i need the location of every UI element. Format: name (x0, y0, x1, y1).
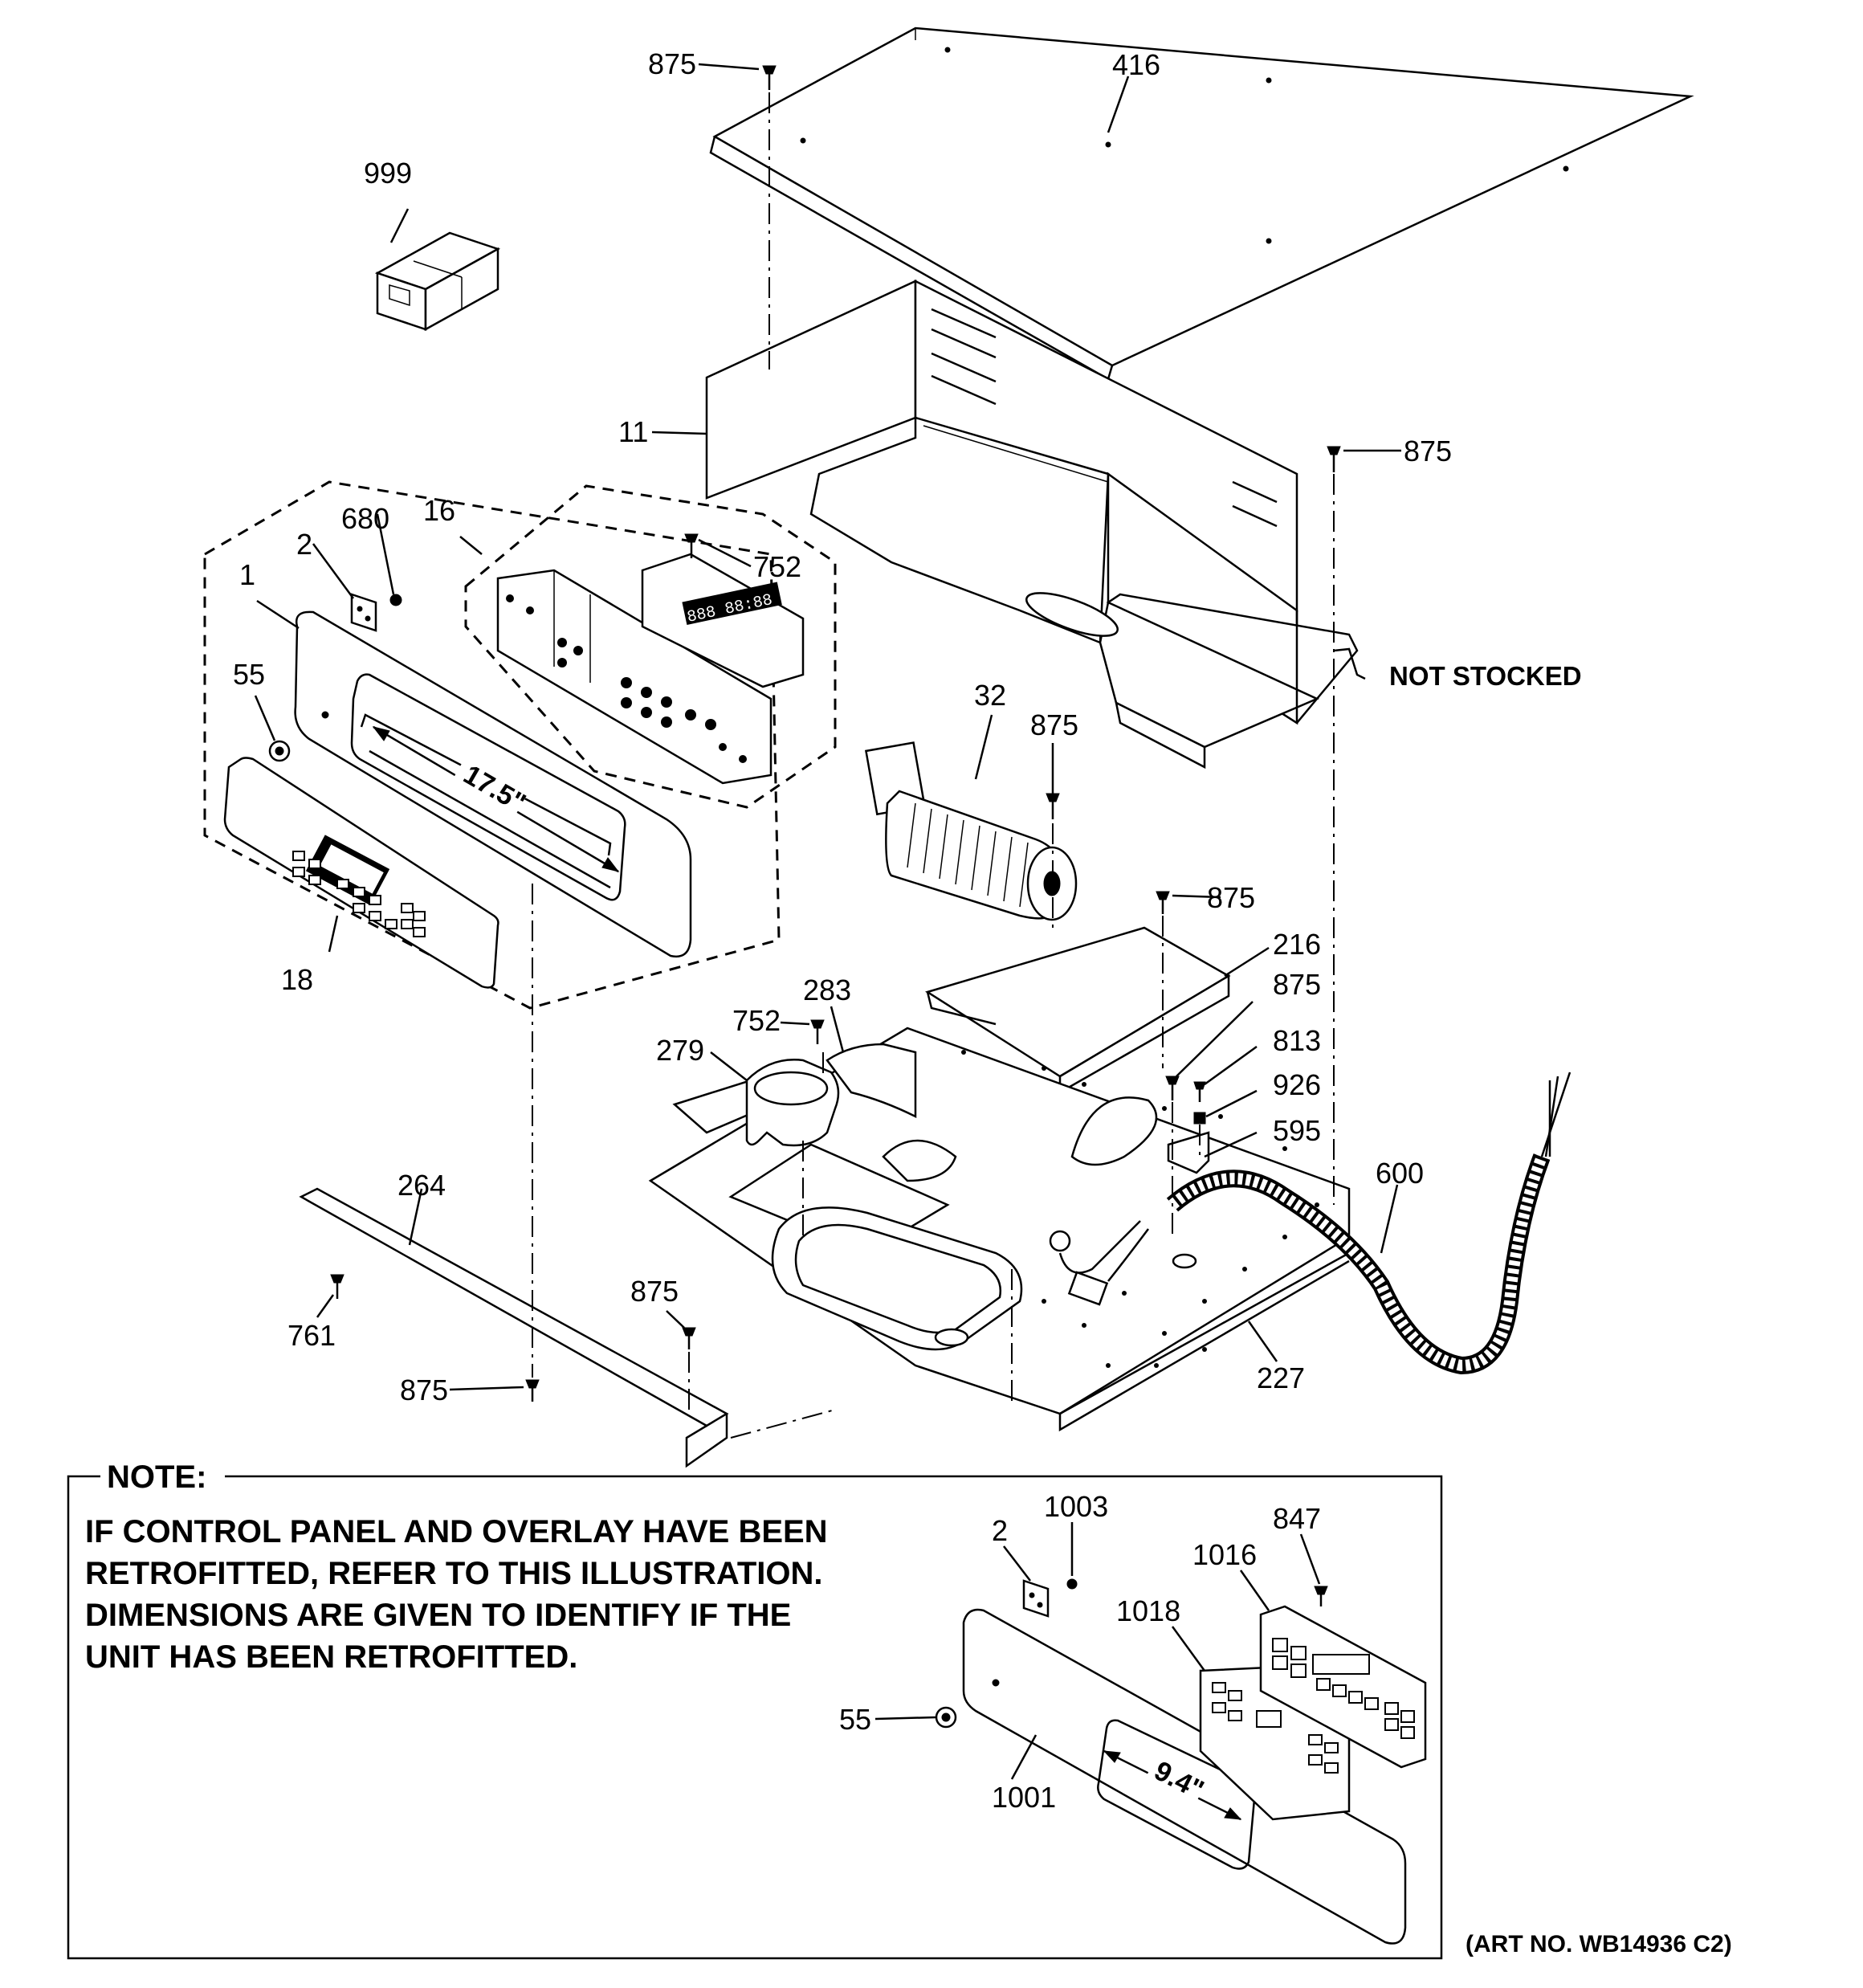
screw-752-top (684, 533, 699, 558)
note-callout-1018: 1018 (1116, 1594, 1180, 1627)
screw-875-shield (1156, 891, 1170, 914)
callout-16: 16 (423, 494, 455, 527)
art-number: (ART NO. WB14936 C2) (1466, 1931, 1732, 1957)
note-callout-1003: 1003 (1044, 1490, 1108, 1523)
top-cover-416 (709, 27, 1694, 381)
retrofit-screw-847 (1314, 1586, 1328, 1606)
note-line-1: IF CONTROL PANEL AND OVERLAY HAVE BEEN (85, 1514, 828, 1549)
washer-926 (1193, 1112, 1206, 1125)
note-line-2: RETROFITTED, REFER TO THIS ILLUSTRATION. (85, 1556, 823, 1591)
retrofit-clip-2 (1022, 1579, 1050, 1618)
not-stocked-label: NOT STOCKED (1389, 661, 1582, 691)
callout-875-bracket: 875 (1273, 968, 1321, 1001)
control-assembly-outline (203, 480, 837, 1010)
screw-875-top (762, 65, 777, 90)
air-duct-283 (826, 1043, 917, 1119)
outer-case-11 (705, 279, 1359, 769)
callout-875-bot: 875 (400, 1374, 448, 1406)
case-vents (931, 308, 1278, 528)
clip-2 (350, 593, 377, 632)
callout-752-low: 752 (732, 1004, 781, 1037)
callout-752-top: 752 (753, 550, 801, 583)
screw-875-bracket (1165, 1076, 1180, 1100)
note-box: NOTE: IF CONTROL PANEL AND OVERLAY HAVE … (67, 1459, 1443, 1960)
screw-680 (389, 594, 402, 606)
callout-926: 926 (1273, 1068, 1321, 1101)
callout-2: 2 (296, 528, 312, 561)
retrofit-panel-1001: 9.4" (962, 1608, 1407, 1945)
screw-813 (1193, 1081, 1206, 1102)
alignment-lines (532, 92, 1335, 1439)
leader-lines (254, 63, 1401, 1391)
trim-strip-264 (299, 1187, 729, 1468)
convection-fan-32 (864, 741, 1078, 921)
callout-283: 283 (803, 974, 851, 1006)
callouts: 875 416 999 11 875 16 680 2 1 752 55 32 … (233, 47, 1582, 1406)
callout-279: 279 (656, 1034, 704, 1067)
nut-55 (268, 740, 291, 762)
note-label: NOTE: (107, 1459, 206, 1495)
callout-875-right: 875 (1404, 435, 1452, 467)
callout-600: 600 (1376, 1157, 1424, 1190)
callout-595: 595 (1273, 1114, 1321, 1147)
note-callout-1016: 1016 (1192, 1538, 1257, 1571)
screw-875-right (1327, 446, 1341, 472)
note-leader-lines (874, 1522, 1321, 1780)
callout-55: 55 (233, 658, 265, 691)
screw-875-bot2 (682, 1327, 696, 1349)
callout-1: 1 (239, 558, 255, 591)
callout-18: 18 (281, 963, 313, 996)
callout-875-fan: 875 (1030, 708, 1078, 741)
callout-761: 761 (287, 1319, 336, 1352)
screw-875-fan (1046, 793, 1060, 819)
overlay-18 (223, 757, 499, 989)
conduit-600 (1049, 1072, 1572, 1375)
not-stocked-bracket (1333, 647, 1366, 680)
screw-875-bot (525, 1379, 540, 1402)
retrofit-screw-1003 (1066, 1578, 1078, 1590)
note-callout-55: 55 (839, 1703, 871, 1736)
retrofit-board-1016 (1259, 1605, 1427, 1769)
callout-416: 416 (1112, 48, 1160, 81)
callout-264: 264 (397, 1169, 446, 1202)
callout-216: 216 (1273, 928, 1321, 961)
note-callout-847: 847 (1273, 1502, 1321, 1535)
bracket-595 (1167, 1131, 1210, 1174)
screw-761 (330, 1274, 344, 1299)
callout-875-bot2: 875 (630, 1275, 679, 1308)
note-callout-2: 2 (992, 1514, 1008, 1547)
note-callout-1001: 1001 (992, 1781, 1056, 1814)
callout-813: 813 (1273, 1024, 1321, 1057)
callout-680: 680 (341, 502, 389, 535)
callout-11: 11 (618, 415, 648, 448)
parts-box-999 (374, 231, 501, 332)
note-line-4: UNIT HAS BEEN RETROFITTED. (85, 1639, 577, 1675)
screw-752-low (810, 1019, 825, 1044)
note-line-3: DIMENSIONS ARE GIVEN TO IDENTIFY IF THE (85, 1598, 791, 1633)
callout-227: 227 (1257, 1361, 1305, 1394)
retrofit-nut-55 (935, 1706, 957, 1729)
callout-875-shield: 875 (1207, 881, 1255, 914)
control-board-16: 888 88:88 (496, 553, 805, 785)
blower-279 (672, 1059, 840, 1147)
callout-875-top: 875 (648, 47, 696, 80)
callout-32: 32 (974, 679, 1006, 712)
callout-999: 999 (364, 157, 412, 190)
